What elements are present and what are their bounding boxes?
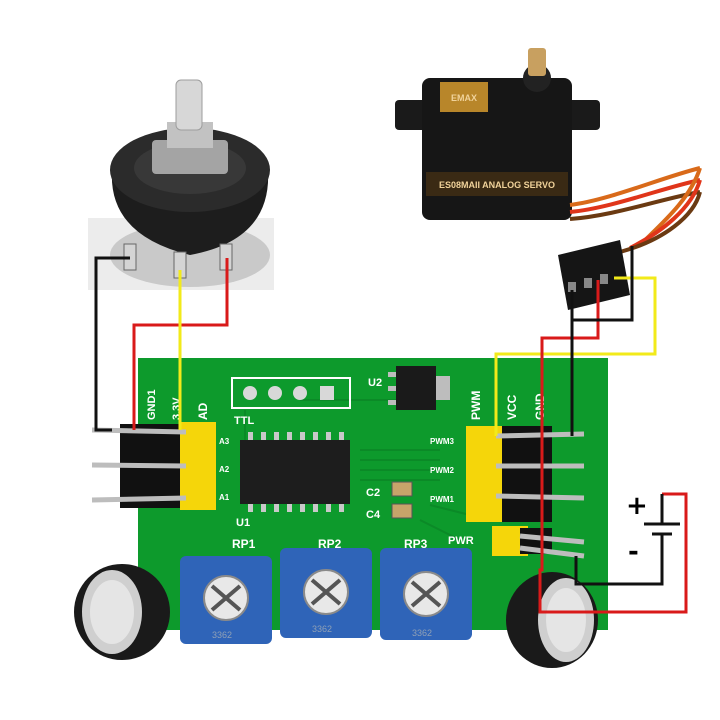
servo-brand-sticker — [440, 82, 488, 112]
label-c4: C4 — [366, 509, 381, 521]
potentiometer-nut — [152, 140, 228, 174]
wire-servo-vcc-red — [538, 280, 688, 614]
servo-connector-housing — [558, 240, 630, 310]
wire-power-gnd-black — [574, 548, 664, 586]
label-gnd: GND — [533, 393, 547, 420]
right-header-pin-block — [466, 426, 502, 522]
u1-pins — [248, 432, 344, 512]
wire-servo-gnd-black — [570, 246, 634, 322]
label-a2: A2 — [219, 465, 230, 474]
label-ad: AD — [196, 402, 210, 420]
servo-motor: EMAX ES08MAII ANALOG SERVO — [395, 48, 600, 220]
battery-minus-sign: - — [628, 537, 639, 567]
trimpot-rp3-marking: 3362 — [412, 628, 432, 638]
driver-board: GND1 3.3V AD A3 A2 A1 TTL U2 U1 C — [74, 358, 608, 668]
wire-servo-pwm-yellow — [494, 276, 657, 436]
trimpot-rp2[interactable]: 3362 — [280, 548, 372, 638]
label-a1: A1 — [219, 493, 230, 502]
label-u1: U1 — [236, 517, 250, 529]
trimpot-rp1[interactable]: 3362 — [180, 556, 272, 644]
label-pwm3: PWM3 — [430, 437, 455, 446]
battery-symbol: + - — [626, 491, 680, 567]
electrolytic-capacitor-right — [506, 572, 598, 668]
pcb-traces — [244, 399, 471, 541]
servo-connector — [558, 240, 630, 310]
trimpot-rp2-marking: 3362 — [312, 624, 332, 634]
label-c2: C2 — [366, 487, 380, 499]
label-rp2: RP2 — [318, 537, 342, 551]
label-ttl: TTL — [234, 415, 254, 427]
label-pwm: PWM — [469, 391, 483, 420]
trimpot-rp1-marking: 3362 — [212, 630, 232, 640]
servo-model-label: ES08MAII ANALOG SERVO — [439, 180, 555, 190]
servo-label-strip — [426, 172, 568, 196]
u2-regulator — [396, 366, 436, 410]
potentiometer — [88, 79, 274, 290]
right-header — [466, 426, 585, 522]
capacitor-c4 — [391, 503, 413, 519]
label-pwr: PWR — [448, 535, 474, 547]
label-vcc: VCC — [505, 394, 519, 420]
label-u2: U2 — [368, 377, 382, 389]
label-pwm2: PWM2 — [430, 466, 455, 475]
label-rp1: RP1 — [232, 537, 256, 551]
label-pwm1: PWM1 — [430, 495, 455, 504]
right-header-housing — [502, 426, 552, 522]
servo-cable-red — [569, 178, 701, 214]
capacitor-c2 — [391, 481, 413, 497]
potentiometer-shaft — [175, 79, 203, 131]
electrolytic-capacitor-left — [74, 564, 170, 660]
servo-output-spline — [528, 48, 546, 76]
ttl-header-outline — [231, 377, 351, 409]
label-a3: A3 — [219, 437, 230, 446]
label-rp3: RP3 — [404, 537, 428, 551]
battery-plus-sign: + — [626, 491, 648, 521]
u1-chip — [240, 440, 350, 504]
servo-brand-text: EMAX — [451, 93, 477, 103]
wires — [94, 246, 688, 614]
left-header — [91, 422, 216, 510]
servo-cable-orange — [569, 166, 701, 207]
servo-cable — [569, 166, 702, 254]
label-gnd1: GND1 — [146, 389, 158, 420]
trimpot-rp3[interactable]: 3362 — [380, 548, 472, 640]
wire-pot-gnd-black — [94, 256, 130, 432]
